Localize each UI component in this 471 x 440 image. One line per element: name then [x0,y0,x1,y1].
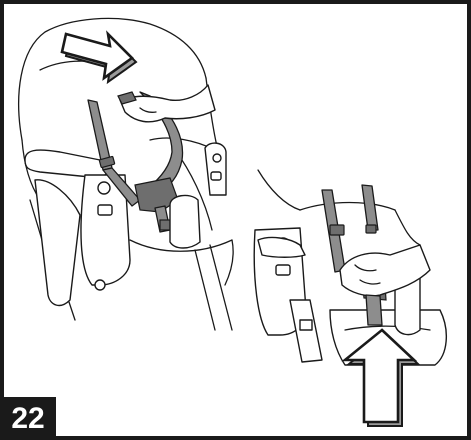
left-illustration [19,18,233,330]
right-illustration [254,170,446,426]
step-number-badge: 22 [0,397,56,440]
